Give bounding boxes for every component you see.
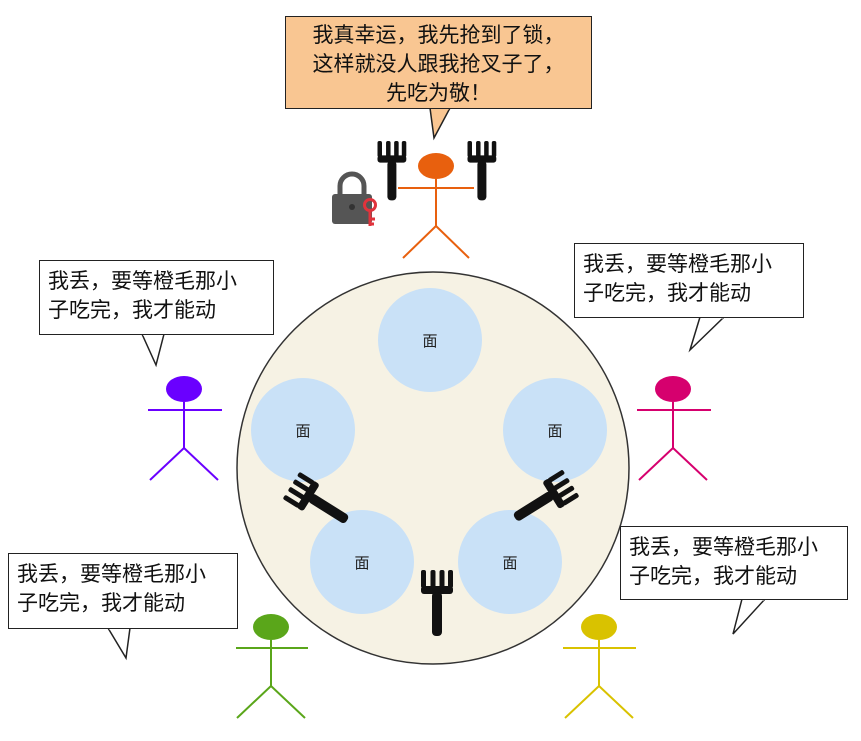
bowl-label: 面 (422, 332, 437, 350)
bubble-tail (106, 627, 131, 661)
speech-bubble-bottom-right: 我丢，要等橙毛那小 子吃完，我才能动 (620, 526, 848, 600)
speech-line: 我真幸运，我先抢到了锁， (312, 23, 565, 47)
speech-line: 先吃为敬！ (386, 81, 491, 105)
speech-line: 子吃完，我才能动 (48, 298, 216, 322)
key-icon (363, 198, 377, 226)
bubble-tail (429, 107, 452, 141)
philosopher-yellow (563, 614, 636, 719)
bubble-tail (732, 598, 767, 635)
speech-line: 子吃完，我才能动 (17, 591, 185, 615)
speech-line: 子吃完，我才能动 (629, 564, 797, 588)
speech-bubble-bottom-left: 我丢，要等橙毛那小 子吃完，我才能动 (8, 553, 238, 629)
speech-line: 我丢，要等橙毛那小 (629, 535, 818, 559)
speech-bubble-top: 我真幸运，我先抢到了锁， 这样就没人跟我抢叉子了， 先吃为敬！ (285, 16, 592, 109)
fork-icon (467, 141, 497, 201)
speech-line: 我丢，要等橙毛那小 (48, 269, 237, 293)
speech-line: 我丢，要等橙毛那小 (583, 252, 772, 276)
bowl-bottom-right: 面 (458, 510, 562, 614)
speech-line: 我丢，要等橙毛那小 (17, 562, 206, 586)
bowl-label: 面 (295, 422, 310, 440)
bowl-bottom-left: 面 (310, 510, 414, 614)
bowl-top: 面 (378, 288, 482, 392)
bowl-label: 面 (547, 422, 562, 440)
speech-line: 子吃完，我才能动 (583, 281, 751, 305)
bowl-label: 面 (354, 554, 369, 572)
bowl-right: 面 (503, 378, 607, 482)
bubble-tail (140, 333, 165, 368)
speech-bubble-right: 我丢，要等橙毛那小 子吃完，我才能动 (574, 243, 804, 318)
bowl-label: 面 (502, 554, 517, 572)
philosopher-orange (398, 153, 474, 259)
philosopher-pink (637, 376, 711, 481)
speech-line: 这样就没人跟我抢叉子了， (312, 52, 565, 76)
philosopher-green (236, 614, 308, 719)
bowl-left: 面 (251, 378, 355, 482)
bubble-tail (688, 316, 726, 353)
lock-icon (332, 171, 372, 224)
fork-icon (377, 141, 407, 201)
philosopher-purple (148, 376, 222, 481)
speech-bubble-left: 我丢，要等橙毛那小 子吃完，我才能动 (39, 260, 274, 335)
